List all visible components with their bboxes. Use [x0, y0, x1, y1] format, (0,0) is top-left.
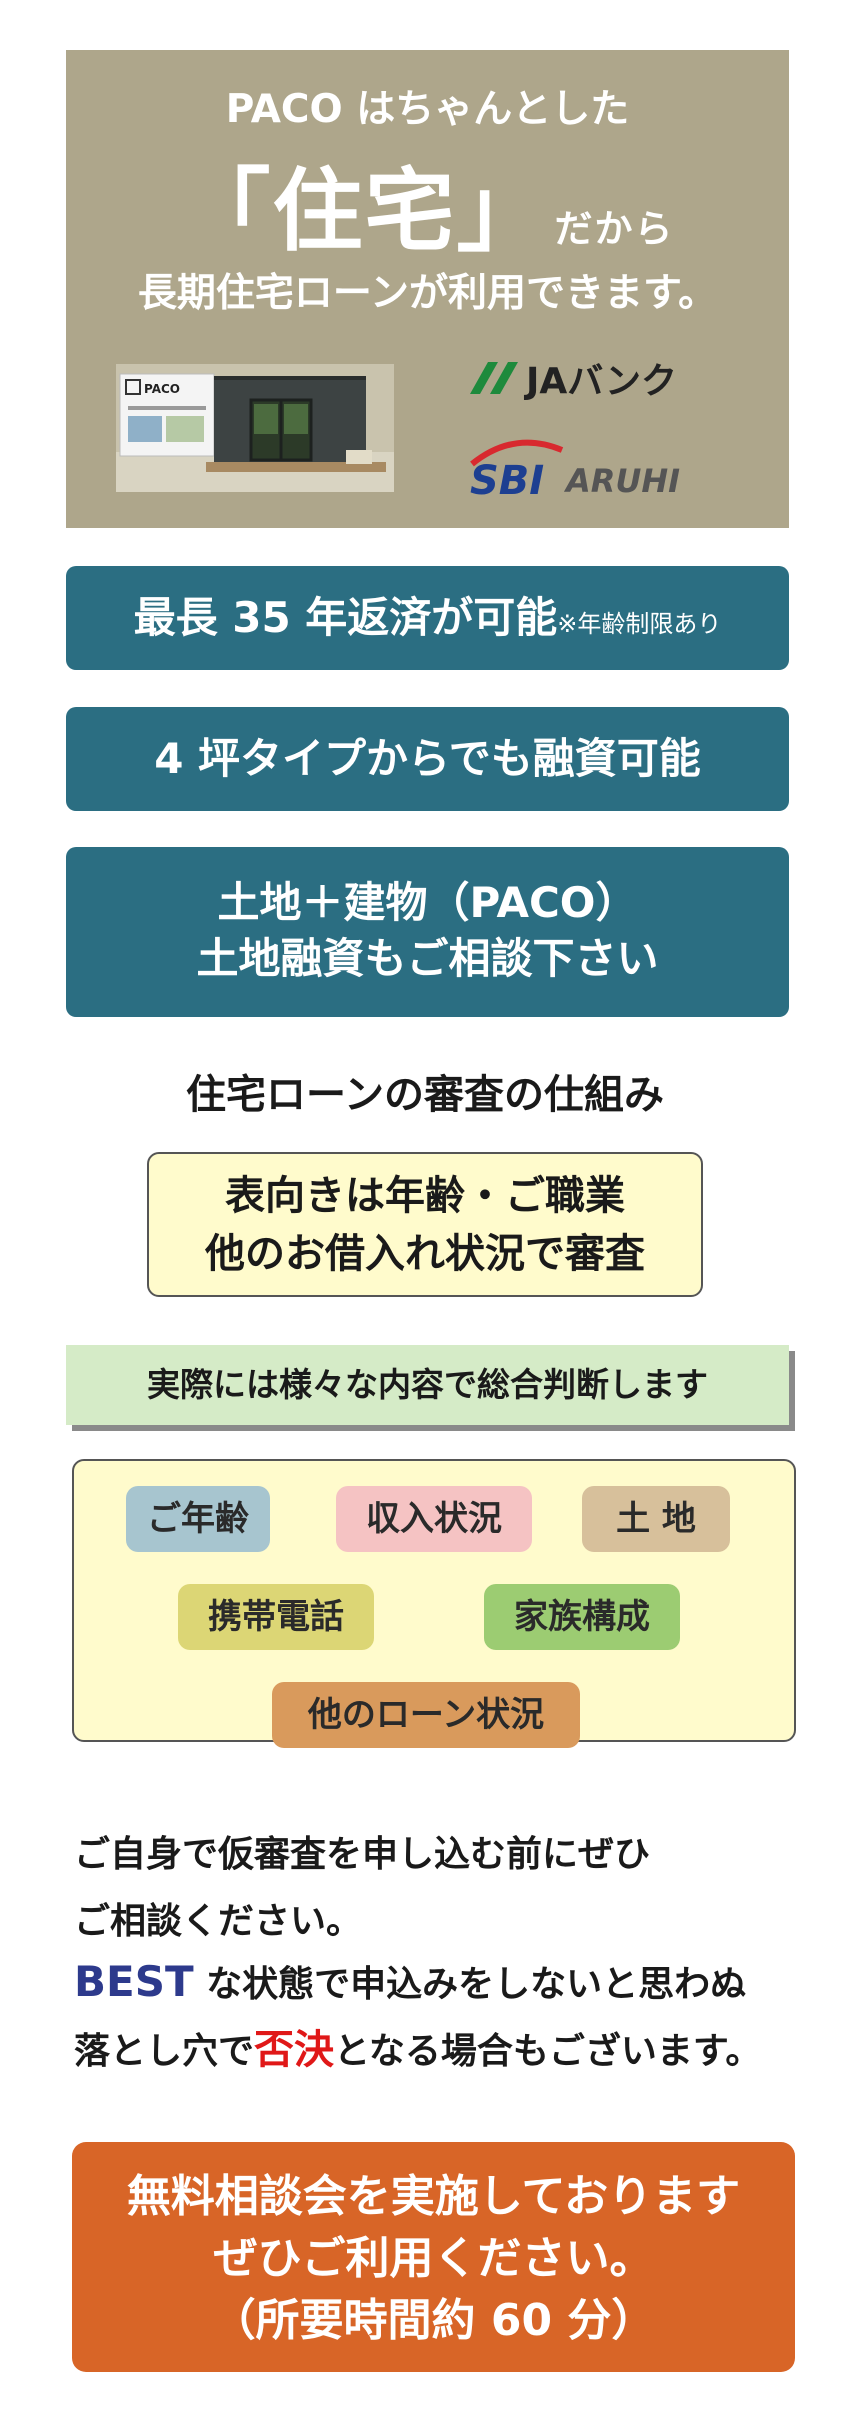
hero-headline: 「住宅」だから [66, 138, 789, 268]
aruhi-text: ARUHI [563, 462, 680, 500]
hero-headline-main: 「住宅」 [180, 159, 549, 264]
ja-mark-right [490, 362, 518, 394]
surface-line-1: 表向きは年齢・ご職業 [225, 1173, 625, 1219]
comprehensive-judgment-strip: 実際には様々な内容で総合判断します [66, 1345, 789, 1425]
hero-line-3: 長期住宅ローンが利用できます。 [137, 271, 718, 316]
advice-line-3-rest: な状態で申込みをしないと思わぬ [193, 1964, 747, 2005]
max-repayment-text: 最長 35 年返済が可能 [133, 593, 558, 642]
advice-line-4-pre: 落とし穴で [74, 2031, 255, 2072]
free-consultation-banner[interactable]: 無料相談会を実施しております ぜひご利用ください。 （所要時間約 60 分） [72, 2142, 795, 2372]
advice-line-3: BEST な状態で申込みをしないと思わぬ [74, 1955, 746, 2007]
advice-line-2: ご相談ください。 [74, 1901, 363, 1942]
house-photo: PACO [116, 364, 394, 492]
factor-income: 収入状況 [336, 1486, 532, 1552]
land-banner-line-2: 土地融資もご相談下さい [196, 934, 659, 983]
factor-family: 家族構成 [484, 1584, 680, 1650]
ja-mark-left [470, 362, 498, 394]
age-limit-note: ※年齢制限あり [557, 610, 722, 638]
best-text: BEST [74, 1957, 194, 2006]
factor-age: ご年齢 [126, 1486, 270, 1552]
factor-land: 土 地 [582, 1486, 730, 1552]
sbi-text: SBI [470, 458, 544, 504]
advice-line-1: ご自身で仮審査を申し込む前にぜひ [74, 1834, 651, 1875]
factor-mobile-phone: 携帯電話 [178, 1584, 374, 1650]
advice-line-4: 落とし穴で否決となる場合もございます。 [74, 2017, 761, 2075]
cta-line-2: ぜひご利用ください。 [213, 2233, 654, 2284]
surface-criteria-box: 表向きは年齢・ご職業 他のお借入れ状況で審査 [147, 1152, 703, 1297]
advice-line-4-post: となる場合もございます。 [334, 2031, 762, 2072]
rejection-text: 否決 [254, 2027, 335, 2073]
cta-line-3: （所要時間約 60 分） [211, 2295, 656, 2346]
hero-panel: PACO はちゃんとした 「住宅」だから 長期住宅ローンが利用できます。 PAC… [66, 50, 789, 528]
hero-line-1: PACO はちゃんとした [225, 87, 630, 132]
loan-review-title: 住宅ローンの審査の仕組み [186, 1072, 664, 1118]
cta-line-1: 無料相談会を実施しております [126, 2171, 741, 2222]
surface-line-2: 他のお借入れ状況で審査 [205, 1231, 645, 1277]
sbi-aruhi-logo: SBI ARUHI [470, 439, 680, 504]
sbi-swoosh [470, 439, 564, 467]
ja-bank-logo: JAバンク [470, 361, 677, 402]
four-tsubo-banner: 4 坪タイプからでも融資可能 [66, 707, 789, 811]
land-building-banner: 土地＋建物（PACO） 土地融資もご相談下さい [66, 847, 789, 1017]
hero-headline-suffix: だから [554, 207, 675, 251]
factor-other-loans: 他のローン状況 [272, 1682, 580, 1748]
photo-sign-text: PACO [144, 382, 180, 396]
land-banner-line-1: 土地＋建物（PACO） [217, 878, 638, 927]
review-factors-box: ご年齢 収入状況 土 地 携帯電話 家族構成 他のローン状況 [72, 1459, 796, 1748]
ja-bank-text: JAバンク [523, 361, 677, 402]
max-repayment-banner: 最長 35 年返済が可能※年齢制限あり [66, 566, 789, 670]
